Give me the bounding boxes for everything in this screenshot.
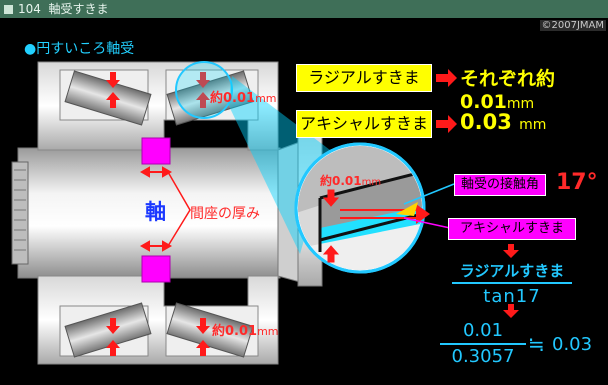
- axial-value: 0.03 mm: [460, 110, 546, 134]
- arrow-top-left-up: [106, 92, 120, 108]
- spacer-thickness-label: 間座の厚み: [190, 206, 260, 222]
- spacer-top: [141, 137, 171, 165]
- copyright: ©2007JMAM: [539, 20, 606, 31]
- zoom-label-prefix: 約: [320, 174, 333, 188]
- zoom-circle: [294, 142, 426, 274]
- zoom-arrow-up: [322, 245, 340, 263]
- axial-value-unit: mm: [519, 117, 547, 133]
- axial-clearance-magenta-box: アキシャルすきま: [448, 218, 576, 240]
- formula-denominator-2: 0.3057: [451, 346, 515, 367]
- clearance-bottom-unit: mm: [257, 325, 279, 338]
- clearance-top-value: 0.01: [223, 91, 256, 106]
- formula-approx-sign: ≒: [528, 332, 545, 356]
- radial-clearance-box: ラジアルすきま: [296, 64, 432, 92]
- arrow-bot-left-down: [106, 318, 120, 334]
- arrow-bot-left-up: [106, 340, 120, 356]
- zoom-clearance-label: 約0.01mm: [320, 172, 381, 189]
- window-titlebar: 104 軸受すきま: [0, 0, 608, 18]
- spacer-leader: [167, 171, 191, 247]
- clearance-bottom-prefix: 約: [212, 324, 226, 339]
- spacer-bottom: [141, 255, 171, 283]
- shaft-end-thread: [11, 161, 29, 265]
- arrow-bot-right-up: [196, 340, 210, 356]
- shaft-label: 軸: [145, 200, 166, 224]
- subtitle: ●円すいころ軸受: [24, 41, 135, 57]
- clearance-bottom-value: 0.01: [225, 324, 258, 339]
- axial-red-arrow: [436, 115, 457, 133]
- radial-value-prefix: それぞれ約: [460, 68, 556, 90]
- axial-clearance-box: アキシャルすきま: [296, 110, 432, 138]
- formula-denominator-1: tan17: [483, 286, 541, 307]
- zoom-arrow-down: [322, 189, 340, 207]
- radial-value-number: 0.01: [460, 91, 507, 113]
- zoom-source-circle: [175, 61, 233, 119]
- formula-numerator-1: ラジアルすきま: [459, 262, 565, 280]
- clearance-label-bottom: 約0.01mm: [212, 320, 279, 339]
- radial-red-arrow: [436, 69, 457, 87]
- contact-angle-value: 17°: [556, 170, 598, 195]
- contact-angle-box: 軸受の接触角: [454, 174, 546, 196]
- formula-arrow-1: [503, 244, 519, 258]
- formula-numerator-2: 0.01: [462, 320, 504, 341]
- arrow-top-right-down: [196, 72, 210, 88]
- window-icon: [4, 5, 13, 14]
- title-text: 軸受すきま: [48, 2, 109, 16]
- clearance-label-top: 約0.01mm: [210, 87, 277, 106]
- radial-value-unit: mm: [506, 96, 535, 112]
- arrow-bot-right-down: [196, 318, 210, 334]
- formula-result: 0.03: [552, 334, 593, 355]
- radial-value: それぞれ約0.01mm: [460, 64, 608, 113]
- arrow-top-right-up: [196, 92, 210, 108]
- zoom-label-unit: mm: [361, 177, 382, 188]
- clearance-top-unit: mm: [255, 92, 277, 105]
- formula-arrow-2: [503, 304, 519, 318]
- zoom-label-value: 0.01: [332, 174, 362, 188]
- clearance-top-prefix: 約: [210, 91, 224, 106]
- arrow-top-left-down: [106, 72, 120, 88]
- title-number: 104: [18, 2, 41, 16]
- axial-value-number: 0.03: [460, 110, 512, 134]
